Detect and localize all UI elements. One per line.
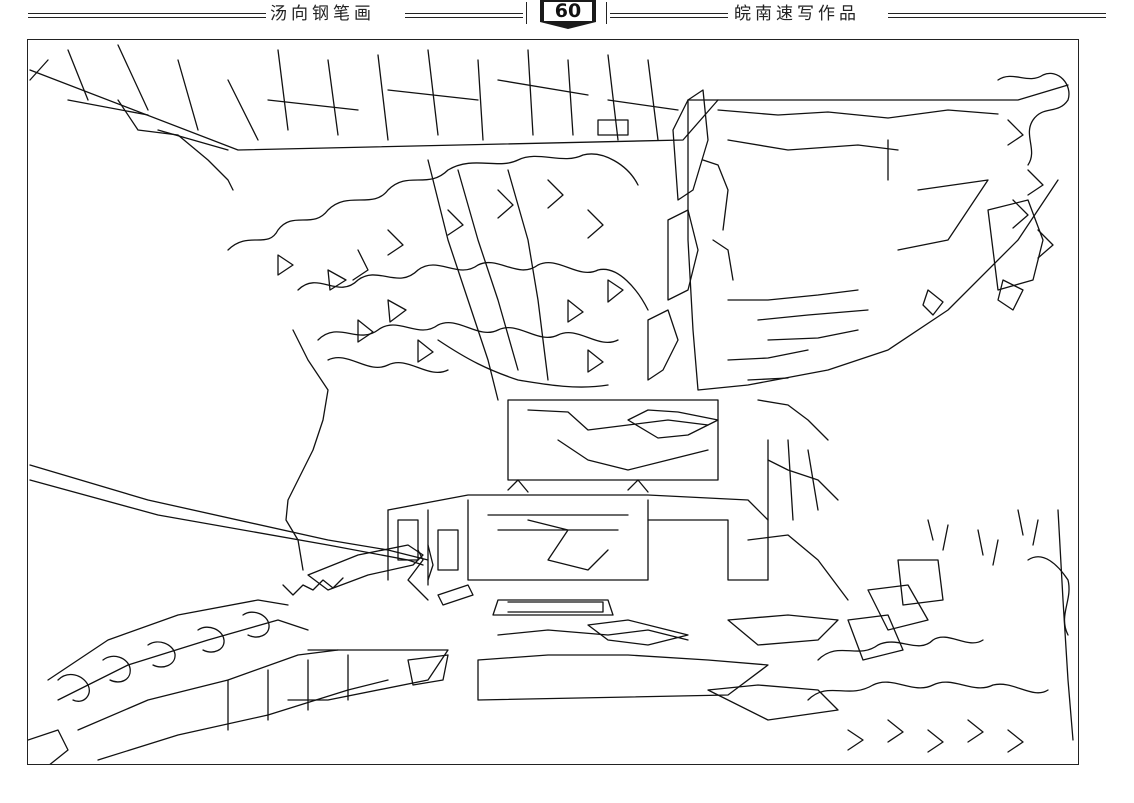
foreground-roof-tiles <box>28 599 449 764</box>
page-badge-shape <box>540 0 596 29</box>
header-rule-left-inner <box>405 13 523 18</box>
page-number: 60 <box>554 0 582 22</box>
courtyard-wall-doorway <box>387 479 769 601</box>
header-rule-right-inner <box>610 13 728 18</box>
page-header: 汤向钢笔画 60 皖南速写作品 <box>0 0 1134 34</box>
background-houses <box>507 399 839 501</box>
right-wall-roof <box>647 84 1069 391</box>
header-rule-right <box>888 13 1106 18</box>
header-right-title: 皖南速写作品 <box>730 3 864 25</box>
pen-sketch-illustration <box>27 39 1079 765</box>
alley-sketch-drawing <box>28 44 1074 764</box>
left-wall-face <box>29 329 429 571</box>
header-left-title: 汤向钢笔画 <box>266 3 379 25</box>
header-bracket-right <box>606 2 607 24</box>
right-lower-wall <box>747 439 1074 741</box>
foreground-plants-right <box>807 509 1070 753</box>
left-beam-pipe <box>282 544 474 606</box>
upper-left-wall <box>29 44 719 191</box>
right-side-foliage <box>922 72 1070 316</box>
ground-paving <box>477 599 839 721</box>
page-number-badge: 60 <box>538 0 598 30</box>
header-rule-left <box>28 13 266 18</box>
header-bracket-left <box>526 2 527 24</box>
tree-foliage <box>227 153 649 401</box>
